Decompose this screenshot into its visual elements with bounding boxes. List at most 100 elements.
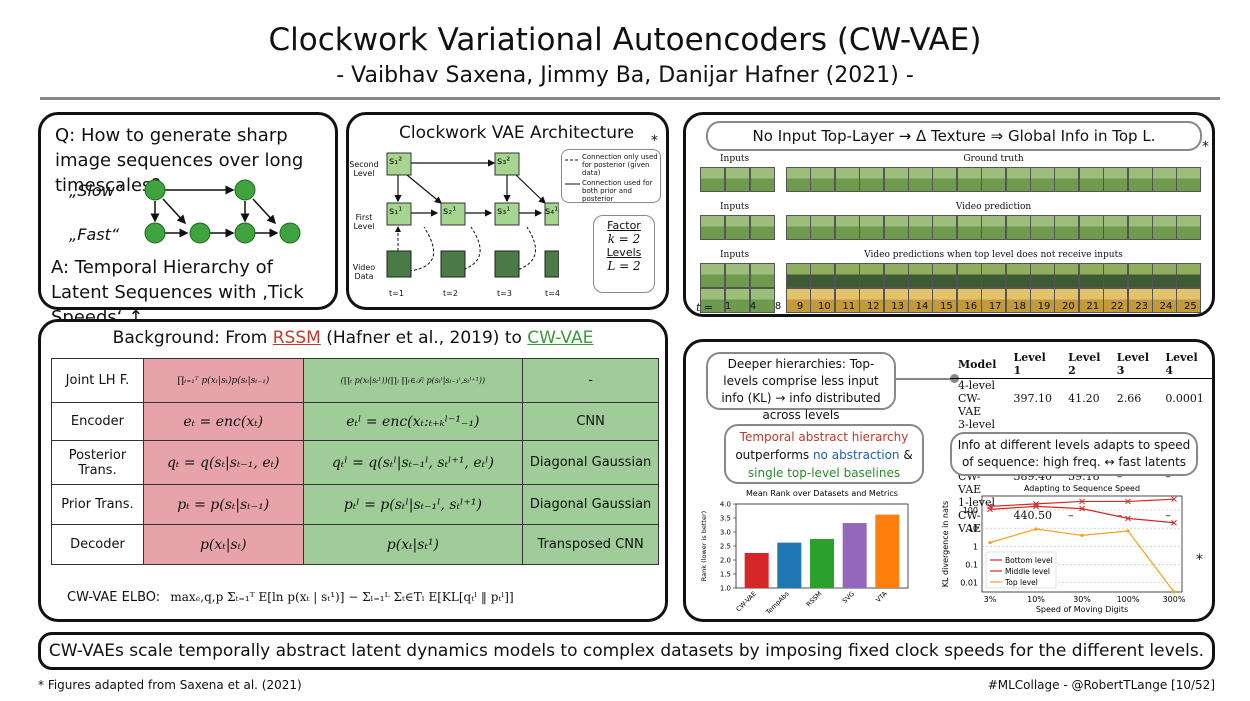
node xyxy=(279,222,301,244)
table-cell: – xyxy=(1165,470,1171,483)
timestep-label: 21 xyxy=(1086,301,1100,312)
video-frame xyxy=(981,263,1007,288)
divider xyxy=(40,97,1220,100)
video-frame xyxy=(834,215,860,240)
table-header: Level 4 xyxy=(1157,350,1212,379)
video-frame xyxy=(1078,215,1104,240)
video-frame xyxy=(932,263,958,288)
x-tick-label: CW-VAE xyxy=(735,590,759,614)
architecture-cell: CNN xyxy=(522,402,659,441)
legend-dashed: Connection only used for posterior (give… xyxy=(582,153,658,177)
video-frame xyxy=(725,263,750,288)
line-chart-title: Adapting to Sequence Speed xyxy=(1024,484,1140,493)
data-point xyxy=(1079,505,1085,512)
video-frame xyxy=(1030,263,1055,288)
video-frame xyxy=(908,215,933,240)
video-frame xyxy=(859,215,885,240)
data-point xyxy=(1125,515,1131,522)
time-label-2: t=2 xyxy=(443,289,458,298)
y-axis-label: Rank (lower is better) xyxy=(700,511,708,581)
video-data-label: Video Data xyxy=(352,263,376,281)
architecture-star: * xyxy=(651,133,658,149)
video-frame xyxy=(859,263,885,288)
video-frame xyxy=(981,288,1007,313)
cwvae-cell: p(xₜ|sₜ¹) xyxy=(302,524,524,565)
video-frame xyxy=(1078,288,1104,313)
video-frame xyxy=(725,167,750,192)
y-tick-label: 3.5 xyxy=(720,515,731,523)
architecture-cell: Transposed CNN xyxy=(522,524,659,565)
architecture-cell: Diagonal Gaussian xyxy=(522,440,659,485)
cwvae-cell: (∏ₜ p(xₜ|sₜ¹))(∏ₗ ∏ₜ∈𝒯ₗ p(sₜˡ|sₜ₋₁ˡ,sₜˡ⁺… xyxy=(302,358,524,403)
node-label-top-1: s₁² xyxy=(389,156,403,167)
video-frame xyxy=(908,263,933,288)
video-frame xyxy=(1030,167,1055,192)
node-label-top-2: s₃² xyxy=(497,156,511,167)
results-panel: Deeper hierarchies: Top-levels comprise … xyxy=(683,339,1215,622)
video-frame xyxy=(1152,215,1177,240)
video-frame xyxy=(700,167,725,192)
video-frame xyxy=(725,288,750,313)
timestep-label: 19 xyxy=(1037,301,1051,312)
timestep-label: 14 xyxy=(915,301,929,312)
elbo-row: CW-VAE ELBO: maxₑ,q,p Σₜ₌₁ᵀ E[ln p(xₜ | … xyxy=(67,590,657,605)
page-title: Clockwork Variational Autoencoders (CW-V… xyxy=(268,22,982,58)
node-bottom-3 xyxy=(494,202,520,226)
table-cell: – xyxy=(1068,509,1074,522)
video-frame xyxy=(834,288,860,313)
video-frame xyxy=(1127,263,1153,288)
bar-chart-title: Mean Rank over Datasets and Metrics xyxy=(746,489,898,498)
table-header: Level 2 xyxy=(1060,350,1109,379)
x-tick-label: RSSM xyxy=(805,590,824,609)
prediction-star: * xyxy=(1202,139,1209,155)
timestep-label: 8 xyxy=(774,301,782,312)
x-tick-label: SVG xyxy=(841,590,856,605)
video-frame xyxy=(1005,167,1031,192)
data-point xyxy=(1125,498,1131,505)
video-frame xyxy=(908,288,933,313)
frame-4 xyxy=(544,250,559,278)
video-frame xyxy=(750,263,775,288)
data-point xyxy=(1034,527,1038,531)
data-point xyxy=(1172,590,1176,594)
page-subtitle: - Vaibhav Saxena, Jimmy Ba, Danijar Hafn… xyxy=(336,63,914,88)
timestep-label: 13 xyxy=(891,301,904,312)
video-frame xyxy=(1054,167,1080,192)
video-frame xyxy=(883,263,909,288)
legend-label: Top level xyxy=(1004,578,1038,587)
t-label: t = xyxy=(696,301,714,314)
timestep-label: 4 xyxy=(749,301,757,312)
video-frame xyxy=(786,215,811,240)
node-bottom-2 xyxy=(440,202,466,226)
sequence-speed-chart: Adapting to Sequence Speed1001010.10.013… xyxy=(941,484,1186,614)
data-point xyxy=(987,506,993,513)
y-tick-label: 1.5 xyxy=(720,571,731,579)
timestep-label: 18 xyxy=(1013,301,1026,312)
cwvae-link[interactable]: CW-VAE xyxy=(527,328,594,348)
background-table: Joint LH F.∏ₜ₌₁ᵀ p(xₜ|sₜ)p(sₜ|sₜ₋₁)(∏ₜ p… xyxy=(51,358,659,565)
row-right-label: Ground truth xyxy=(963,154,1024,164)
table-cell: 2.66 xyxy=(1116,392,1142,405)
table-cell: 397.10 xyxy=(1013,392,1053,405)
video-frame xyxy=(859,167,885,192)
bar xyxy=(777,542,802,588)
video-frame xyxy=(834,263,860,288)
x-tick-label: 100% xyxy=(1117,595,1140,604)
timestep-label: 12 xyxy=(866,301,880,312)
video-frame xyxy=(981,167,1007,192)
video-frame xyxy=(1127,167,1153,192)
video-frame xyxy=(1005,263,1031,288)
data-point xyxy=(1126,529,1130,533)
data-point xyxy=(1080,533,1084,538)
rssm-link[interactable]: RSSM xyxy=(272,328,321,348)
row-label: Joint LH F. xyxy=(51,358,144,403)
series-line xyxy=(989,498,1175,507)
x-tick-label: TempAbs xyxy=(764,589,792,617)
bar xyxy=(875,514,900,588)
video-frame xyxy=(883,167,909,192)
video-frame xyxy=(810,263,836,288)
